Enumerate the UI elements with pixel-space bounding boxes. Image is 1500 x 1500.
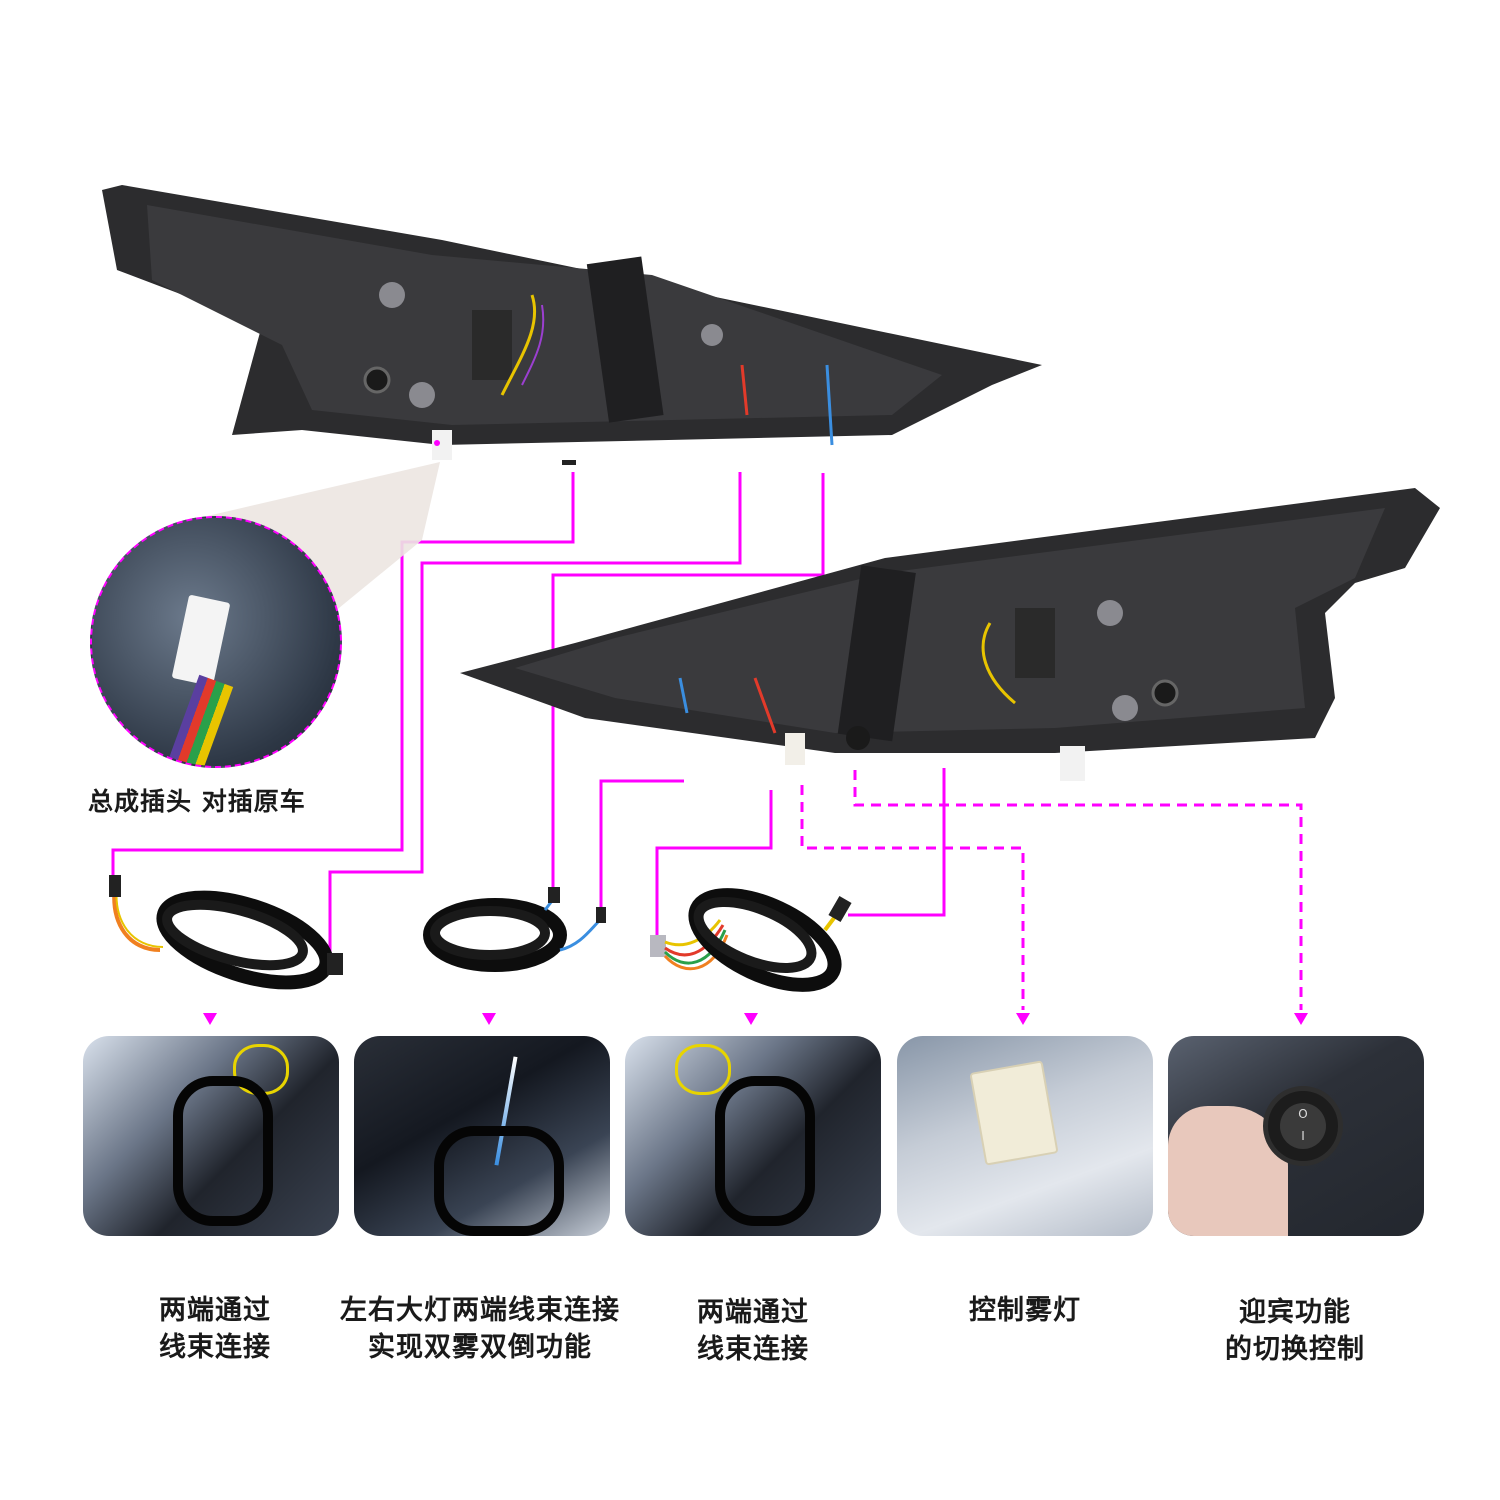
- step-3-photo: [625, 1036, 881, 1236]
- step-2-caption: 左右大灯两端线束连接 实现双雾双倒功能: [340, 1295, 620, 1363]
- step-2-photo: [354, 1036, 610, 1236]
- white-4-pin-connector-icon: [171, 594, 231, 687]
- harness-2: [420, 885, 610, 975]
- coiled-harness-icon: [650, 888, 852, 992]
- harness-coil-icon: [173, 1076, 273, 1226]
- yellow-wire-loop-icon: [675, 1044, 731, 1095]
- arrow-down-icon: [203, 1013, 217, 1025]
- step-5-photo: O I: [1168, 1036, 1424, 1236]
- step-4-photo: [897, 1036, 1153, 1236]
- coiled-harness-icon: [109, 875, 343, 990]
- coiled-harness-icon: [423, 887, 606, 972]
- harness-coil-icon: [715, 1076, 815, 1226]
- switch-on-symbol: I: [1301, 1129, 1305, 1143]
- connector-callout-label: 总成插头 对插原车: [88, 787, 306, 816]
- arrow-down-icon: [1294, 1013, 1308, 1025]
- step-4-caption: 控制雾灯: [969, 1295, 1081, 1326]
- step-5-caption: 迎宾功能 的切换控制: [1225, 1297, 1365, 1365]
- white-fog-connector-icon: [969, 1060, 1059, 1166]
- left-tail-light: [92, 185, 1047, 465]
- harness-coil-icon: [434, 1126, 564, 1236]
- connector-zoom-callout: [90, 516, 342, 768]
- harness-1: [105, 875, 345, 995]
- switch-off-symbol: O: [1298, 1107, 1308, 1121]
- tail-light-shape: [460, 488, 1440, 781]
- harness-3: [645, 880, 860, 1000]
- arrow-down-icon: [744, 1013, 758, 1025]
- rocker-switch-icon[interactable]: O I: [1263, 1086, 1343, 1166]
- connector-wires: [166, 674, 234, 766]
- step-3-caption: 两端通过 线束连接: [697, 1297, 809, 1365]
- arrow-down-icon: [1016, 1013, 1030, 1025]
- step-1-caption: 两端通过 线束连接: [159, 1295, 271, 1363]
- right-tail-light: [455, 488, 1440, 788]
- arrow-down-icon: [482, 1013, 496, 1025]
- tail-light-shape: [102, 185, 1042, 465]
- step-1-photo: [83, 1036, 339, 1236]
